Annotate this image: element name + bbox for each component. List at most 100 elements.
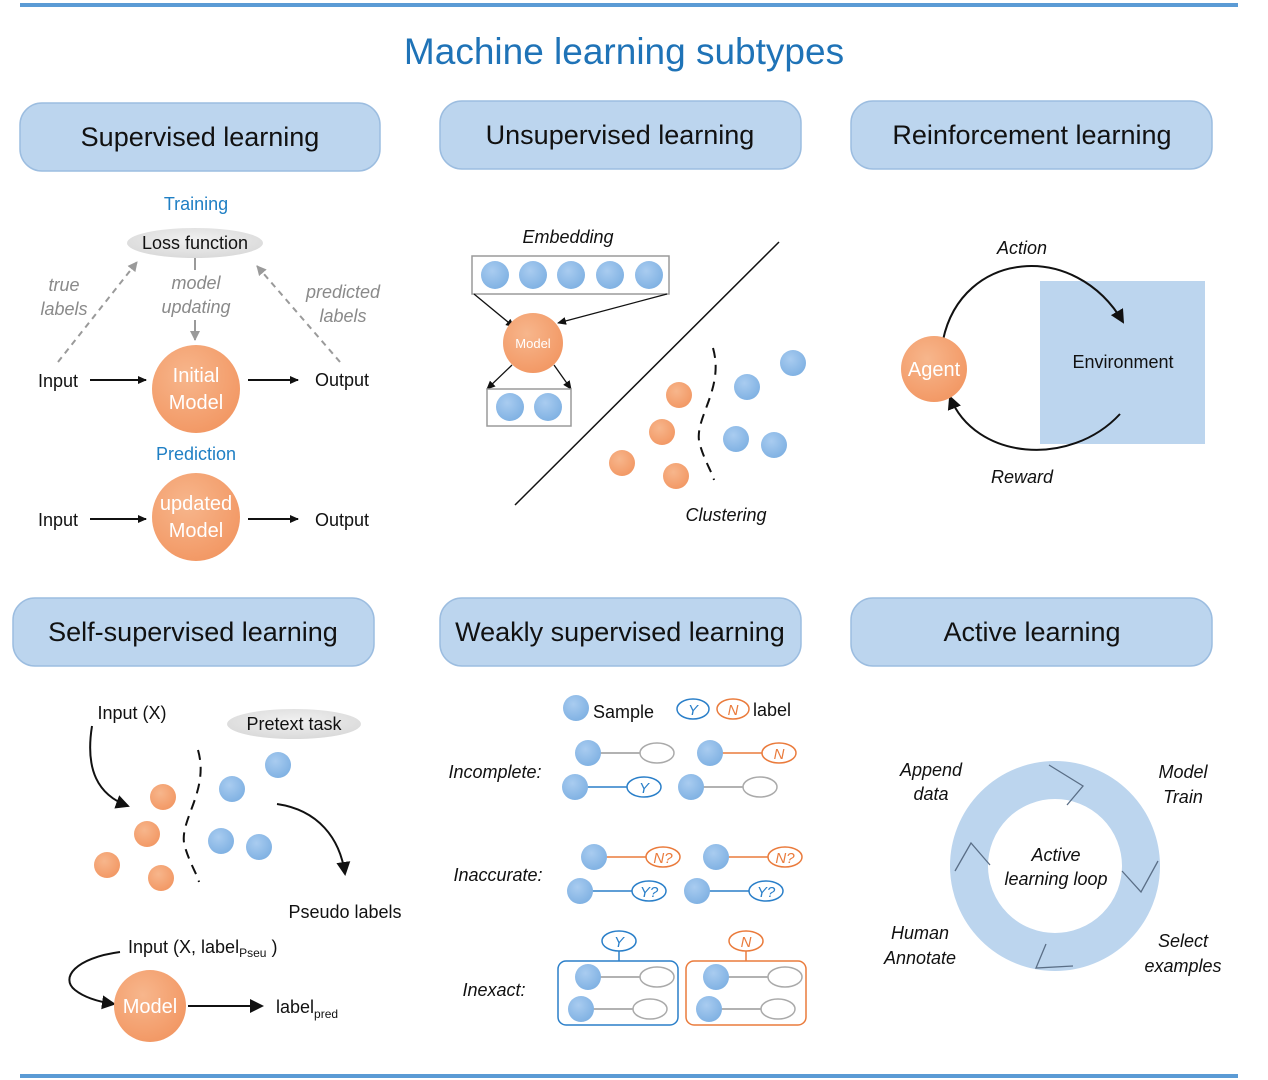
ssl-boundary (182, 749, 202, 883)
label-pred: labelpred (276, 997, 338, 1021)
cluster-boundary (697, 347, 717, 481)
append-data-line2: data (913, 784, 948, 804)
cluster-orange-node (649, 419, 675, 445)
sample-node (562, 774, 588, 800)
sample-node (697, 740, 723, 766)
updated-model-node (152, 473, 240, 561)
loop-chevron (1121, 860, 1159, 894)
panel-header-self-supervised: Self-supervised learning (12, 597, 375, 667)
sample-node (684, 878, 710, 904)
embedding-node (557, 261, 585, 289)
panel-header-weakly-supervised: Weakly supervised learning (439, 597, 802, 667)
input-x-label-sub: Pseu (239, 946, 266, 960)
y-q-label-text: Y? (757, 884, 776, 901)
legend-n-text: N (728, 702, 739, 719)
panel-title-weakly-supervised: Weakly supervised learning (455, 617, 785, 647)
empty-label-tag (639, 742, 675, 764)
loop-chevron (954, 841, 991, 872)
input-x-label-pseu: Input (X, labelPseu ) (128, 937, 277, 960)
ssl-orange-node (134, 821, 160, 847)
weakly-supervised-diagram: Sample Y N label Incomplete: N Y Inaccur… (448, 695, 807, 1026)
y-label-tag (626, 776, 662, 798)
decode-arrow-left (486, 364, 513, 390)
cluster-blue-node (734, 374, 760, 400)
n-q-label-tag (645, 846, 681, 868)
true-labels-line2: labels (40, 299, 87, 319)
inexact-label: Inexact: (462, 980, 525, 1000)
ssl-orange-node (148, 865, 174, 891)
environment-label: Environment (1072, 352, 1173, 372)
select-examples-line1: Select (1158, 931, 1209, 951)
cluster-orange-node (666, 382, 692, 408)
ssl-blue-node (265, 752, 291, 778)
empty-label-tag (632, 998, 668, 1020)
panel-title-supervised: Supervised learning (81, 122, 320, 152)
panel-title-reinforcement: Reinforcement learning (892, 120, 1171, 150)
self-supervised-diagram: Input (X) Pretext task Pseudo labels Inp… (68, 703, 402, 1042)
input-x-arrow (89, 725, 130, 809)
true-labels-line1: true (48, 275, 79, 295)
initial-model-node (152, 345, 240, 433)
supervised-diagram: Training Loss function true labels model… (38, 194, 381, 561)
incomplete-label: Incomplete: (448, 762, 541, 782)
embedding-node (481, 261, 509, 289)
embedding-model-node (503, 313, 563, 373)
empty-label-tag (742, 776, 778, 798)
active-loop-ring (950, 761, 1160, 971)
legend-sample-node (563, 695, 589, 721)
pseudo-labels-label: Pseudo labels (288, 902, 401, 922)
panel-header-unsupervised: Unsupervised learning (439, 100, 802, 170)
ssl-orange-node (150, 784, 176, 810)
panel-title-unsupervised: Unsupervised learning (486, 120, 755, 150)
sample-node (696, 996, 722, 1022)
cluster-blue-node (723, 426, 749, 452)
embed-arrow-left (473, 293, 515, 328)
reward-arrow (947, 395, 1121, 451)
loop-chevron (1048, 764, 1084, 806)
loss-function-label: Loss function (142, 233, 248, 253)
decode-arrow-right (553, 364, 572, 390)
cluster-blue-node (780, 350, 806, 376)
human-annotate-line1: Human (891, 923, 949, 943)
reward-label: Reward (991, 467, 1054, 487)
action-label: Action (996, 238, 1047, 258)
active-learning-diagram: Active learning loop Append data Model T… (883, 760, 1222, 976)
select-examples-line2: examples (1144, 956, 1221, 976)
y-q-label-tag (631, 880, 667, 902)
initial-model-line2: Model (169, 392, 223, 414)
training-output-label: Output (315, 370, 369, 390)
ssl-orange-node (94, 852, 120, 878)
label-pred-sub: pred (314, 1007, 338, 1021)
panel-title-active: Active learning (943, 617, 1120, 647)
predicted-labels-line1: predicted (305, 282, 381, 302)
diagonal-divider (514, 241, 780, 506)
embedding-model-label: Model (515, 336, 551, 351)
pseudo-labels-arrow (276, 803, 351, 876)
agent-label: Agent (908, 359, 961, 381)
model-train-line2: Train (1163, 787, 1203, 807)
predicted-labels-line2: labels (319, 306, 366, 326)
input-x-label: Input (X) (97, 703, 166, 723)
ssl-model-label: Model (123, 996, 177, 1018)
bag-n-text: N (741, 934, 752, 951)
embed-arrow-right (557, 293, 668, 325)
updated-model-line1: updated (160, 493, 232, 515)
embedding-node (635, 261, 663, 289)
n-label-text: N (774, 746, 785, 763)
pretext-task-ellipse (227, 709, 361, 739)
initial-model-line1: Initial (173, 365, 220, 387)
ssl-blue-node (219, 776, 245, 802)
panel-header-reinforcement: Reinforcement learning (850, 100, 1213, 170)
sample-node (568, 996, 594, 1022)
cluster-orange-node (663, 463, 689, 489)
ssl-model-node (114, 970, 186, 1042)
active-center-line1: Active (1030, 845, 1080, 865)
pretext-task-label: Pretext task (246, 714, 342, 734)
y-label-text: Y (639, 780, 650, 797)
active-center-line2: learning loop (1004, 869, 1107, 889)
label-pred-base: label (276, 997, 314, 1017)
ssl-blue-node (208, 828, 234, 854)
cluster-orange-node (609, 450, 635, 476)
sample-node (703, 844, 729, 870)
